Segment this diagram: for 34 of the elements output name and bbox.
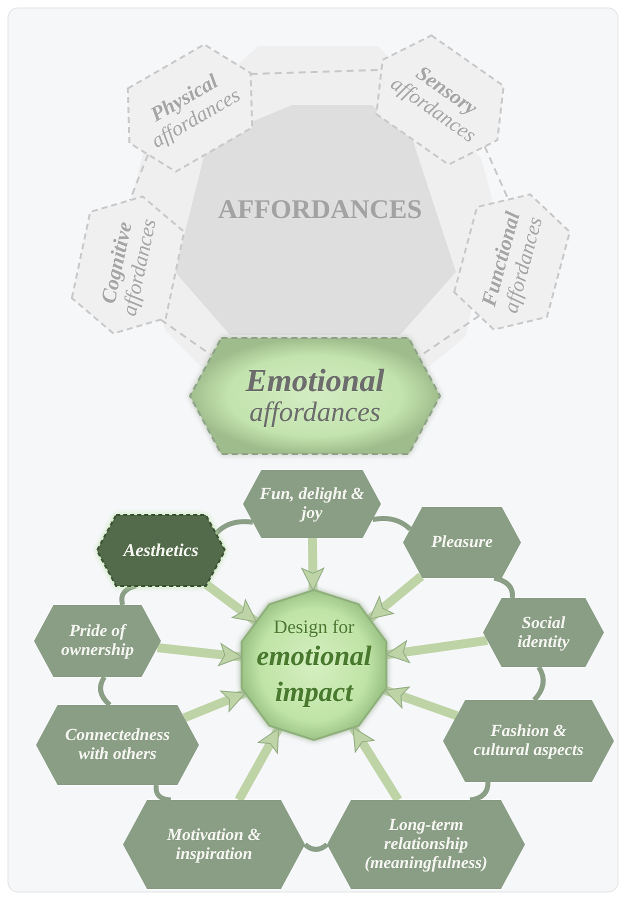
- connector-line: [484, 146, 510, 200]
- node-label: Fun, delight & joy: [258, 485, 366, 523]
- node-label: Pride of ownership: [60, 622, 135, 660]
- arrow: [386, 636, 488, 664]
- arrow: [366, 572, 424, 623]
- node-label: Connectedness with others: [64, 726, 171, 764]
- node-label: AFFORDANCES: [218, 195, 422, 225]
- arrow: [182, 688, 247, 722]
- arrow: [349, 725, 402, 802]
- connector-line: [160, 318, 212, 356]
- node-label: emotional impact: [255, 640, 373, 710]
- arrow: [156, 643, 242, 666]
- node-label: Pleasure: [430, 533, 494, 552]
- arrow: [204, 581, 260, 626]
- connector-line: [372, 516, 412, 532]
- arrow: [234, 726, 282, 802]
- node-label: Aesthetics: [122, 540, 200, 560]
- arrow: [301, 538, 324, 591]
- connector-line: [494, 576, 515, 598]
- arrow: [383, 686, 458, 720]
- node-label: Fashion & cultural aspects: [472, 722, 585, 760]
- connector-line: [303, 842, 329, 852]
- connector-line: [154, 784, 172, 802]
- connector-line: [98, 676, 112, 707]
- node-label: Social identity: [516, 614, 570, 652]
- node-label: Emotional: [246, 363, 384, 398]
- connector-line: [470, 782, 490, 802]
- connector-line: [129, 154, 149, 201]
- node-label: affordances: [249, 398, 381, 429]
- node-label: Design for: [272, 618, 356, 640]
- node-label: Long-term relationship (meaningfulness): [364, 816, 488, 873]
- connector-line: [532, 666, 546, 702]
- connector-line: [214, 519, 254, 536]
- node-label: Motivation & inspiration: [166, 826, 262, 864]
